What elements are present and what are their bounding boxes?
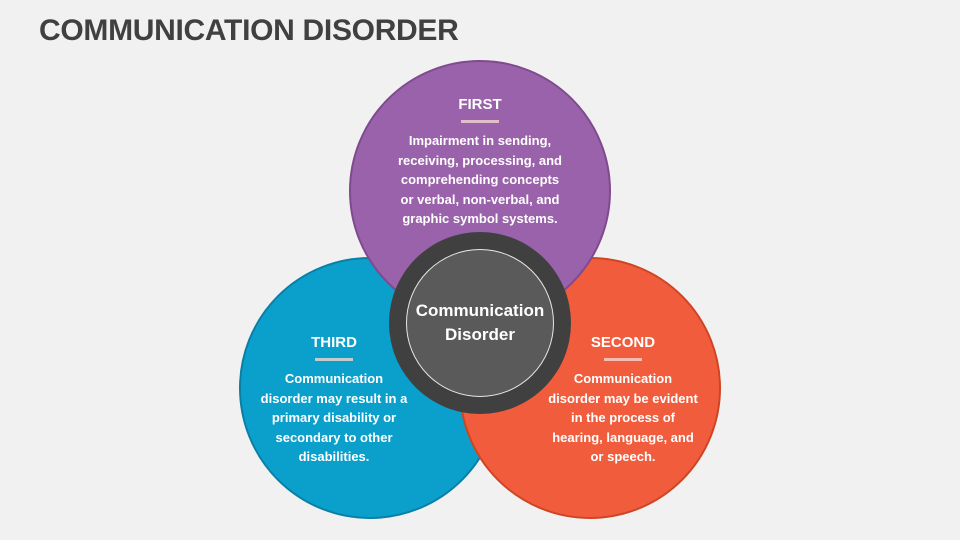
second-block: SECOND Communication disorder may be evi…	[548, 334, 698, 467]
center-circle: Communication Disorder	[406, 249, 554, 397]
third-block: THIRD Communication disorder may result …	[258, 334, 410, 467]
center-label-line1: Communication	[415, 301, 545, 320]
page-title: COMMUNICATION DISORDER	[39, 14, 459, 47]
first-text: Impairment in sending, receiving, proces…	[398, 133, 562, 226]
second-divider	[604, 358, 642, 361]
first-heading: FIRST	[458, 96, 502, 113]
third-divider	[315, 358, 353, 361]
second-heading: SECOND	[590, 334, 656, 351]
first-block: FIRST Impairment in sending, receiving, …	[395, 96, 565, 229]
third-heading: THIRD	[311, 334, 357, 351]
third-text: Communication disorder may result in a p…	[260, 371, 408, 464]
center-label-line2: Disorder	[445, 325, 515, 344]
second-text: Communication disorder may be evident in…	[548, 371, 698, 464]
first-divider	[461, 120, 499, 123]
